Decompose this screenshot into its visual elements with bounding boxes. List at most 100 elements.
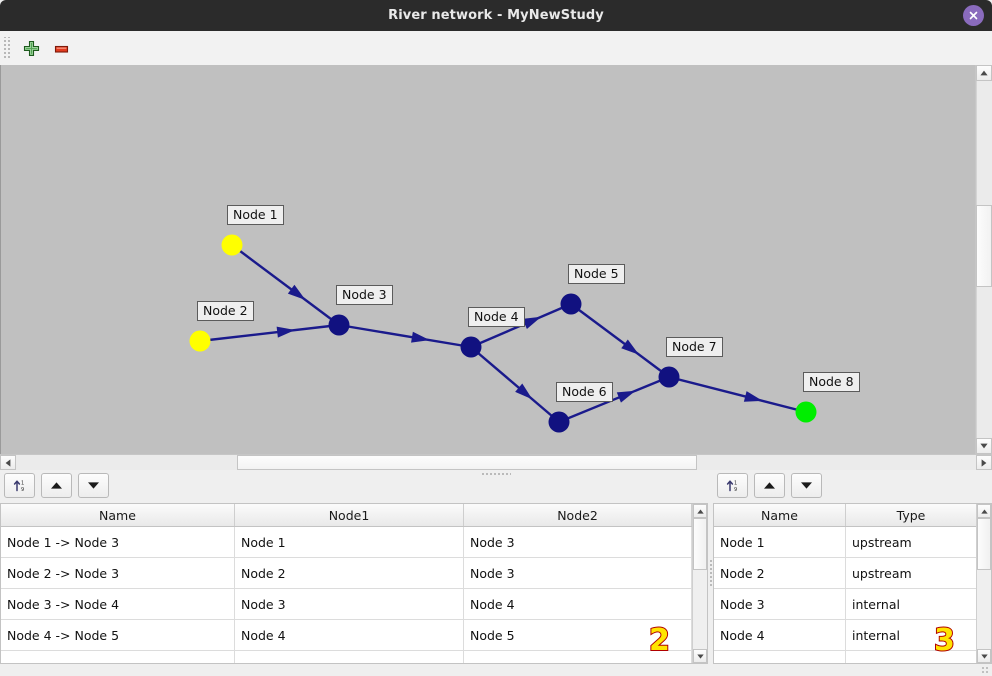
- arrow-up-icon[interactable]: [754, 472, 785, 498]
- table-cell-empty[interactable]: [846, 651, 977, 663]
- edge-Node4-to-Node6[interactable]: [470, 346, 560, 423]
- table-cell[interactable]: Node 1: [235, 527, 464, 557]
- table-cell[interactable]: Node 1 -> Node 3: [1, 527, 235, 557]
- river-network-graph-panel[interactable]: Node 1 Node 2 Node 3 Node 4 Node 5 Node 6 Node…: [0, 65, 992, 454]
- scroll-left-icon[interactable]: [0, 455, 16, 470]
- title-bar: River network - MyNewStudy: [0, 0, 992, 31]
- table-cell-empty[interactable]: [235, 651, 464, 663]
- table-cell[interactable]: Node 2 -> Node 3: [1, 558, 235, 588]
- node-label-node-1[interactable]: Node 1: [227, 205, 284, 225]
- toolbar-drag-handle[interactable]: [3, 37, 12, 59]
- graph-hscroll-thumb[interactable]: [237, 455, 697, 470]
- graph-node-node-5[interactable]: [560, 293, 582, 315]
- table-cell[interactable]: Node 1: [714, 527, 846, 557]
- sort-ascending-icon[interactable]: 1 9: [717, 472, 748, 498]
- node-label-node-3[interactable]: Node 3: [336, 285, 393, 305]
- graph-vertical-scrollbar[interactable]: [975, 65, 992, 454]
- table-row-empty[interactable]: [1, 651, 707, 663]
- close-icon[interactable]: [963, 5, 984, 26]
- graph-node-node-6[interactable]: [548, 411, 570, 433]
- arrow-down-icon[interactable]: [791, 472, 822, 498]
- nodes-table-scrollbar[interactable]: [976, 504, 991, 663]
- node-label-node-8[interactable]: Node 8: [803, 372, 860, 392]
- table-cell-empty[interactable]: [464, 651, 692, 663]
- table-cell[interactable]: Node 4 -> Node 5: [1, 620, 235, 650]
- column-header-name[interactable]: Name: [1, 504, 235, 526]
- remove-minus-icon[interactable]: [46, 34, 76, 62]
- arrow-up-icon[interactable]: [41, 472, 72, 498]
- scroll-down-icon[interactable]: [693, 649, 707, 663]
- column-header-name[interactable]: Name: [714, 504, 846, 526]
- reaches-scroll-thumb[interactable]: [693, 518, 707, 570]
- scroll-up-icon[interactable]: [693, 504, 707, 518]
- table-cell[interactable]: Node 2: [235, 558, 464, 588]
- scroll-up-icon[interactable]: [976, 65, 992, 81]
- node-label-node-6[interactable]: Node 6: [556, 382, 613, 402]
- node-label-node-4[interactable]: Node 4: [468, 307, 525, 327]
- table-cell[interactable]: upstream: [846, 527, 977, 557]
- window-resize-grip[interactable]: [981, 666, 990, 675]
- edge-Node3-to-Node4[interactable]: [338, 323, 472, 349]
- table-cell-empty[interactable]: [714, 651, 846, 663]
- sort-ascending-icon[interactable]: 1 9: [4, 472, 35, 498]
- scroll-down-icon[interactable]: [976, 438, 992, 454]
- reaches-table-scrollbar[interactable]: [692, 504, 707, 663]
- svg-text:9: 9: [734, 487, 737, 493]
- node-label-node-5[interactable]: Node 5: [568, 264, 625, 284]
- table-cell[interactable]: upstream: [846, 558, 977, 588]
- graph-node-node-1[interactable]: [221, 234, 243, 256]
- node-label-node-2[interactable]: Node 2: [197, 301, 254, 321]
- table-cell[interactable]: Node 3: [464, 558, 692, 588]
- node-label-node-7[interactable]: Node 7: [666, 337, 723, 357]
- graph-node-node-8[interactable]: [795, 401, 817, 423]
- column-header-node1[interactable]: Node1: [235, 504, 464, 526]
- table-cell[interactable]: Node 5: [464, 620, 692, 650]
- graph-vscroll-thumb[interactable]: [976, 205, 992, 287]
- horizontal-splitter[interactable]: [0, 470, 992, 477]
- scroll-down-icon[interactable]: [977, 649, 991, 663]
- edge-Node6-to-Node7[interactable]: [558, 375, 670, 424]
- table-cell[interactable]: internal: [846, 589, 977, 619]
- nodes-scroll-thumb[interactable]: [977, 518, 991, 570]
- table-cell[interactable]: Node 3: [714, 589, 846, 619]
- network-diagram[interactable]: [1, 65, 963, 454]
- table-cell[interactable]: Node 3 -> Node 4: [1, 589, 235, 619]
- table-cell[interactable]: Node 4: [464, 589, 692, 619]
- edge-Node2-to-Node3[interactable]: [199, 323, 340, 343]
- column-header-node2[interactable]: Node2: [464, 504, 692, 526]
- graph-node-node-3[interactable]: [328, 314, 350, 336]
- edge-Node1-to-Node3[interactable]: [231, 244, 340, 326]
- table-row-empty[interactable]: [714, 651, 991, 663]
- edge-Node7-to-Node8[interactable]: [668, 375, 807, 414]
- edge-Node5-to-Node7[interactable]: [570, 303, 670, 378]
- arrow-down-icon[interactable]: [78, 472, 109, 498]
- table-cell[interactable]: Node 2: [714, 558, 846, 588]
- table-cell-empty[interactable]: [1, 651, 235, 663]
- add-plus-icon[interactable]: [16, 34, 46, 62]
- table-cell[interactable]: Node 4: [235, 620, 464, 650]
- table-cell[interactable]: Node 3: [464, 527, 692, 557]
- table-cell[interactable]: Node 4: [714, 620, 846, 650]
- column-header-type[interactable]: Type: [846, 504, 977, 526]
- table-cell[interactable]: internal: [846, 620, 977, 650]
- table-cell[interactable]: Node 3: [235, 589, 464, 619]
- scroll-up-icon[interactable]: [977, 504, 991, 518]
- graph-node-node-7[interactable]: [658, 366, 680, 388]
- scroll-right-icon[interactable]: [976, 455, 992, 470]
- graph-node-node-2[interactable]: [189, 330, 211, 352]
- graph-horizontal-scrollbar[interactable]: [0, 454, 992, 470]
- graph-node-node-4[interactable]: [460, 336, 482, 358]
- vertical-splitter[interactable]: [708, 470, 713, 676]
